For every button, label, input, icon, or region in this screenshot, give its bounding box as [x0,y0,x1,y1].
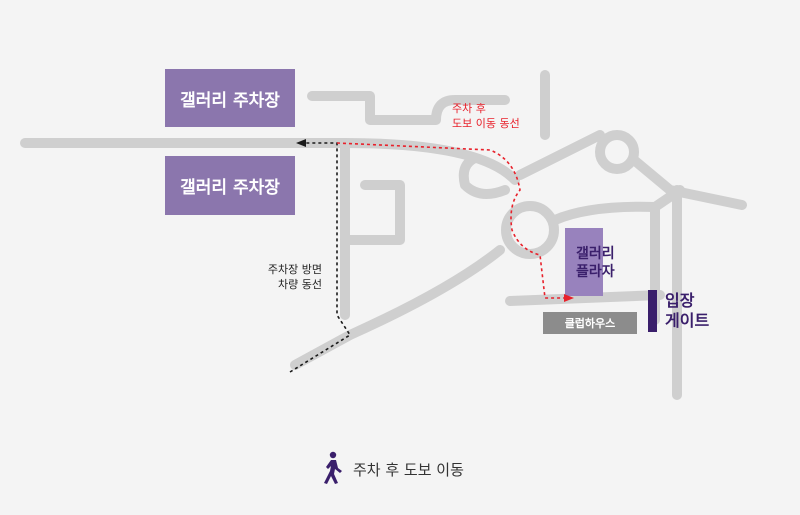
walk-route-arrow [564,294,574,302]
parking-lot-label: 갤러리 주차장 [180,90,280,111]
drive-route-label: 주차장 방면 차량 동선 [267,263,322,291]
upper-loop-road [307,91,510,125]
drive-route-arrow [296,139,306,147]
block-road [340,180,405,245]
gallery-plaza-area [565,228,603,296]
sw-diagonal-road [290,245,505,370]
clubhouse-label: 클럽하우스 [543,312,637,334]
ne-diagonal-road [515,130,605,180]
plaza-road-upper [550,185,685,225]
east-road-upper [629,155,747,210]
small-roundabout [595,130,639,174]
walking-person-icon [324,451,342,484]
walk-route-label: 주차 후 도보 이동 동선 [452,102,520,130]
entrance-gate-label: 입장 게이트 [665,291,710,330]
gallery-plaza-label: 갤러리 플라자 [576,246,615,280]
main-roundabout [501,201,559,259]
parking-lot-label: 갤러리 주차장 [180,178,280,198]
road-network [20,70,747,400]
entrance-gate-marker [648,290,657,332]
walk-route [336,142,566,299]
legend-text: 주차 후 도보 이동 [353,461,464,479]
crescent-road [458,153,510,199]
lower-road [505,290,665,306]
gallery-parking-lot-south: 갤러리 주차장 [165,156,295,215]
gallery-parking-lot-north: 갤러리 주차장 [165,69,295,127]
main-road [20,138,520,185]
drive-route [289,142,352,373]
